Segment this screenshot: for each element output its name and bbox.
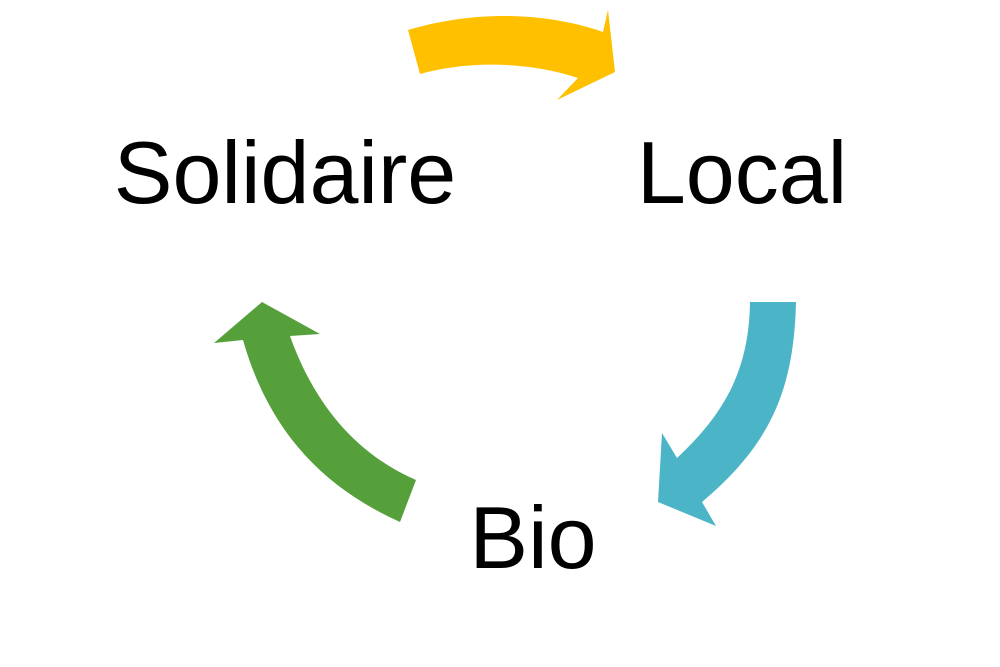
arrow-bio-to-solidaire: [214, 302, 416, 522]
arrow-solidaire-to-local: [408, 10, 615, 100]
arrow-local-to-bio: [658, 302, 796, 526]
node-label-solidaire: Solidaire: [114, 123, 456, 222]
node-label-local: Local: [637, 123, 847, 222]
node-label-bio: Bio: [469, 488, 596, 587]
